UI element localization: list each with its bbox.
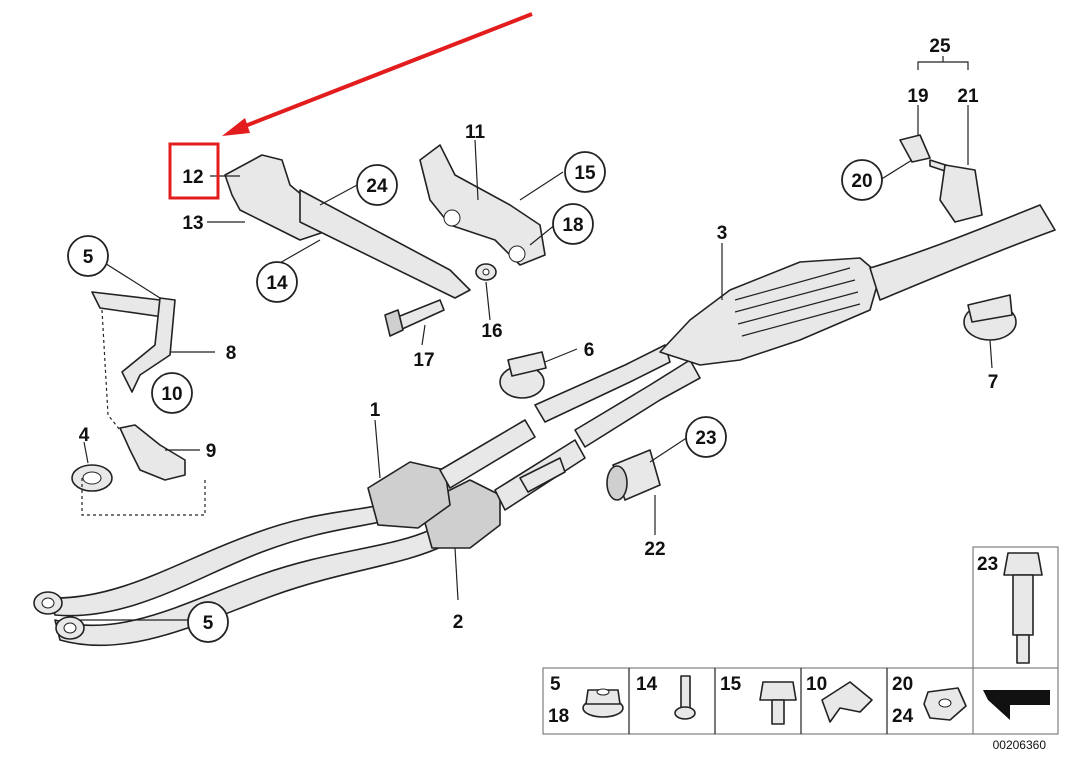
label-22: 22 <box>644 539 665 560</box>
label-25: 25 <box>929 36 951 57</box>
label-14: 14 <box>266 273 288 294</box>
catalytic-converter-3 <box>659 204 1056 366</box>
clamp-7 <box>963 294 1017 341</box>
hex-nut-icon <box>923 687 967 721</box>
highlight-box <box>168 142 220 200</box>
front-pipe-2 <box>54 439 586 647</box>
rubber-mount-22 <box>606 449 661 501</box>
label-17: 17 <box>413 350 434 371</box>
cell2-top: 14 <box>636 674 658 695</box>
label-7: 7 <box>988 372 999 393</box>
tall-bolt-icon <box>1003 552 1043 664</box>
bracket-11 <box>419 144 546 266</box>
label-9: 9 <box>206 441 217 462</box>
label-20: 20 <box>851 171 872 192</box>
label-2: 2 <box>453 612 464 633</box>
flange-nut-icon <box>582 688 624 718</box>
cell4-top: 10 <box>806 674 827 695</box>
cell5-top: 20 <box>892 674 913 695</box>
leader-lines <box>80 56 993 621</box>
cell5-bottom: 24 <box>892 706 914 727</box>
bolt-17 <box>384 299 445 337</box>
reference-code: 00206360 <box>993 738 1047 752</box>
label-15: 15 <box>574 163 596 184</box>
label-5-bottom: 5 <box>203 613 214 634</box>
label-4: 4 <box>79 425 90 446</box>
gasket-4 <box>71 464 113 492</box>
cell1-bottom: 18 <box>548 706 569 727</box>
label-24: 24 <box>366 176 388 197</box>
label-23: 23 <box>695 428 716 449</box>
label-5-top: 5 <box>83 247 94 268</box>
label-16: 16 <box>481 321 502 342</box>
label-1: 1 <box>370 400 381 421</box>
corner-arrow-icon <box>972 667 1059 735</box>
label-21: 21 <box>957 86 979 107</box>
label-19: 19 <box>907 86 928 107</box>
clip-nut-icon <box>821 681 873 723</box>
front-pipe-1 <box>49 419 536 617</box>
label-3: 3 <box>717 223 728 244</box>
washer-16 <box>475 263 497 281</box>
rubber-hanger-19-20-21 <box>899 134 983 223</box>
bracket-9 <box>119 424 186 481</box>
tall-cell-label: 23 <box>977 554 998 575</box>
label-8: 8 <box>226 343 237 364</box>
stud-bolt-icon <box>674 675 696 720</box>
circled-callouts <box>67 151 883 643</box>
label-18: 18 <box>562 215 583 236</box>
label-12: 12 <box>182 167 203 188</box>
flanges <box>33 591 85 640</box>
part-labels: 1 2 3 4 5 5 6 7 8 9 10 11 12 13 14 15 16… <box>79 36 999 634</box>
highlight-arrow <box>222 12 533 136</box>
hex-bolt-icon <box>759 681 797 725</box>
bracket-24 <box>299 189 471 299</box>
label-11: 11 <box>465 122 486 143</box>
intermediate-pipes <box>519 344 701 493</box>
hardware-table: 5 18 14 15 10 20 24 23 <box>542 546 1059 735</box>
clamp-6 <box>499 351 547 399</box>
cell1-top: 5 <box>550 674 561 695</box>
label-10: 10 <box>161 384 182 405</box>
hanger-5-8 <box>91 291 176 393</box>
label-6: 6 <box>584 340 595 361</box>
label-13: 13 <box>182 213 203 234</box>
cell3-top: 15 <box>720 674 742 695</box>
